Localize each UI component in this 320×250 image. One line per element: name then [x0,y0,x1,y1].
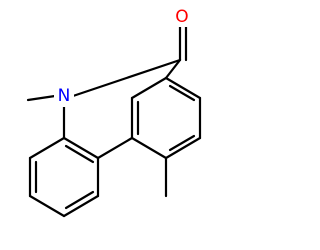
chemical-structure: O N [26,5,202,218]
nitrogen-label-background [54,85,74,107]
left-ring-inner-2 [64,190,95,210]
right-ring-bond-2 [130,76,168,100]
ring-carbonyl-bond [164,58,182,80]
left-ring-bond-3 [28,194,66,218]
biaryl-bond [96,136,134,160]
structure-canvas: O N [26,5,202,218]
n-methyl-bond [26,94,57,102]
right-ring-bond-5 [164,136,202,160]
left-ring-bond-4 [62,194,100,218]
left-ring-inner-3 [64,144,95,164]
nitrogen-atom-label: N [58,86,71,106]
right-ring-bond-3 [164,76,202,100]
bond-group [26,25,202,218]
left-ring-bond-1 [28,136,66,160]
right-ring-inner-1 [168,84,196,102]
oxygen-label-background [172,5,192,27]
right-ring-inner-2 [168,134,196,152]
left-ring-bond-6 [62,136,100,160]
amide-bond [71,58,182,98]
oxygen-atom-label: O [175,7,188,27]
right-ring-bond-6 [130,136,168,160]
